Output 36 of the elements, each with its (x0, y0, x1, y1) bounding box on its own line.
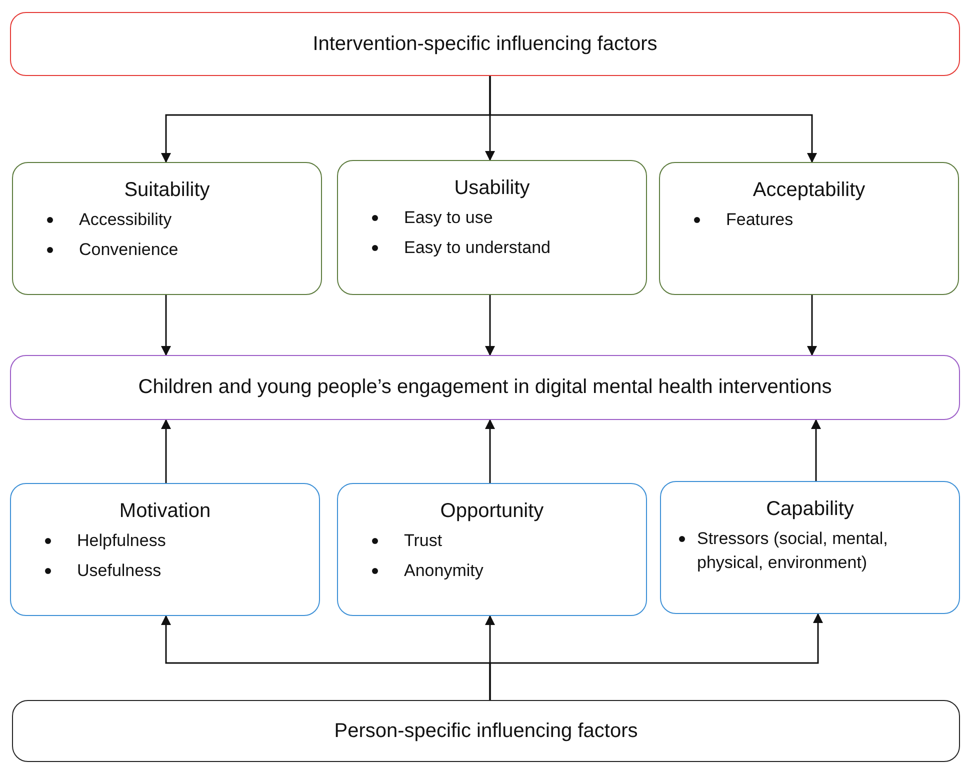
arrow (485, 295, 495, 356)
arrow (807, 295, 817, 356)
bullet-item: Trust (348, 529, 636, 553)
box-heading: Opportunity (439, 500, 545, 523)
factor-box (12, 162, 322, 295)
bullet-item: Features (670, 208, 948, 232)
box-title: Person-specific influencing factors (334, 720, 638, 742)
bullet-item: Easy to understand (348, 236, 636, 260)
box-heading: Motivation (118, 500, 212, 523)
box-heading: Suitability (123, 179, 211, 202)
factor-box (659, 162, 959, 295)
arrow (489, 76, 817, 163)
bullet-item: Easy to use (348, 206, 636, 230)
box-title: Intervention-specific influencing factors (312, 32, 658, 56)
box-heading: Acceptability (752, 179, 866, 202)
factor-banner (12, 700, 960, 762)
factor-box (660, 481, 960, 614)
arrow (161, 419, 171, 483)
bullet-item: Helpfulness (21, 529, 309, 553)
box-heading: Usability (453, 177, 531, 200)
arrow (161, 295, 171, 356)
arrow (489, 613, 823, 700)
factor-box (337, 160, 647, 295)
bullet-item: Convenience (23, 238, 311, 262)
factor-banner (10, 355, 960, 420)
factor-box (337, 483, 647, 616)
box-heading: Capability (765, 498, 855, 521)
bullet-item: Accessibility (23, 208, 311, 232)
bullet-item: Anonymity (348, 559, 636, 583)
factor-banner (10, 12, 960, 76)
bullet-item: Stressors (social, mental, physical, environment) (671, 527, 949, 575)
arrow (485, 419, 495, 483)
arrow (811, 419, 821, 481)
box-title: Children and young people’s engagement in digital mental health interventions (138, 376, 832, 399)
bullet-item: Usefulness (21, 559, 309, 583)
factor-box (10, 483, 320, 616)
